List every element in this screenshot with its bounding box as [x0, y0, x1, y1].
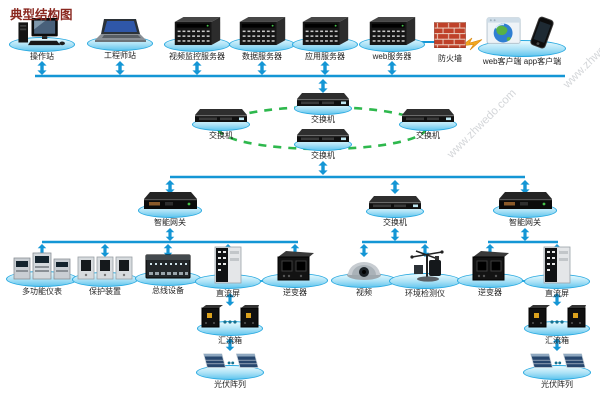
- node-firewall: 防火墙: [433, 22, 467, 63]
- node-switch-ring-right: 交换机: [399, 109, 457, 140]
- server-icon: [300, 17, 350, 46]
- node-data-server: 数据服务器: [229, 17, 295, 61]
- switch-icon: [402, 109, 454, 123]
- node-label: 智能网关: [509, 218, 541, 227]
- multifunction-meter-icon: [13, 250, 71, 280]
- inverter-icon: [274, 250, 316, 282]
- server-icon: [172, 17, 222, 46]
- protection-device-icon: [77, 256, 133, 280]
- node-multifunction-meter: 多功能仪表: [6, 250, 78, 296]
- node-label: 多功能仪表: [22, 287, 62, 296]
- switch-icon: [297, 129, 349, 143]
- environment-monitor-icon: [402, 250, 448, 282]
- server-icon: [367, 17, 417, 46]
- node-label: 光伏阵列: [214, 380, 246, 389]
- node-label: web服务器: [372, 52, 412, 61]
- node-label: 防火墙: [438, 54, 462, 63]
- node-label: 逆变器: [283, 288, 307, 297]
- pv-array-icon: [526, 352, 588, 372]
- pv-array-icon: [199, 352, 261, 372]
- node-switch-ring-top: 交换机: [294, 93, 352, 124]
- dome-camera-icon: [343, 257, 385, 281]
- firewall-icon: [433, 22, 467, 48]
- lightning-bolt-icon: [459, 37, 483, 51]
- node-combiner-box-left: 汇流箱: [197, 305, 263, 345]
- node-switch-ring-left: 交换机: [192, 109, 250, 140]
- node-label: 光伏阵列: [541, 380, 573, 389]
- web-app-client-icon: [479, 16, 565, 50]
- node-dc-panel-right: 直流屏: [524, 246, 590, 298]
- node-operator-station: 操作站: [9, 18, 75, 61]
- node-label: 操作站: [30, 52, 54, 61]
- bus-device-icon: [144, 252, 192, 280]
- page-title: 典型结构图: [10, 8, 73, 22]
- node-label: 工程师站: [104, 51, 136, 60]
- node-smart-gateway-left: 智能网关: [138, 192, 202, 227]
- node-web-app-client: web客户端 app客户端: [478, 16, 566, 66]
- node-label: 应用服务器: [305, 52, 345, 61]
- node-label: 总线设备: [152, 286, 184, 295]
- node-switch-ring-bottom: 交换机: [294, 129, 352, 160]
- node-switch-level2: 交换机: [366, 196, 424, 227]
- node-label: 交换机: [416, 131, 440, 140]
- node-bus-device: 总线设备: [135, 252, 201, 295]
- switch-icon: [195, 109, 247, 123]
- platform-ellipse: [196, 365, 264, 380]
- switch-icon: [297, 93, 349, 107]
- node-label: 保护装置: [89, 287, 121, 296]
- node-label: 直流屏: [545, 289, 569, 298]
- node-label: 汇流箱: [218, 336, 242, 345]
- node-smart-gateway-right: 智能网关: [493, 192, 557, 227]
- node-label: 交换机: [311, 115, 335, 124]
- inverter-icon: [469, 250, 511, 282]
- node-pv-array-left: 光伏阵列: [196, 352, 264, 389]
- node-label: 交换机: [311, 151, 335, 160]
- laptop-icon: [94, 19, 146, 45]
- node-label: 环境检测仪: [405, 289, 445, 298]
- node-combiner-box-right: 汇流箱: [524, 305, 590, 345]
- node-protection-device: 保护装置: [72, 256, 138, 296]
- switch-icon: [369, 196, 421, 210]
- node-label: 交换机: [209, 131, 233, 140]
- gateway-icon: [498, 192, 552, 210]
- node-dc-panel-left: 直流屏: [195, 246, 261, 298]
- node-label: 交换机: [383, 218, 407, 227]
- node-inverter-left: 逆变器: [262, 250, 328, 297]
- node-label: 数据服务器: [242, 52, 282, 61]
- node-label: 逆变器: [478, 288, 502, 297]
- dc-panel-icon: [212, 246, 244, 284]
- platform-ellipse: [523, 365, 591, 380]
- node-app-server: 应用服务器: [292, 17, 358, 61]
- node-label: 智能网关: [154, 218, 186, 227]
- node-environment-monitor: 环境检测仪: [389, 250, 461, 298]
- node-pv-array-right: 光伏阵列: [523, 352, 591, 389]
- node-label: web客户端 app客户端: [482, 57, 562, 66]
- node-web-server: web服务器: [359, 17, 425, 61]
- node-label: 汇流箱: [545, 336, 569, 345]
- gateway-icon: [143, 192, 197, 210]
- node-label: 视频: [356, 288, 372, 297]
- node-video-camera: 视频: [331, 257, 397, 297]
- server-icon: [237, 17, 287, 46]
- node-video-server: 视频监控服务器: [164, 17, 230, 61]
- node-label: 视频监控服务器: [169, 52, 225, 61]
- combiner-box-icon: [201, 305, 259, 329]
- dc-panel-icon: [541, 246, 573, 284]
- node-inverter-right: 逆变器: [457, 250, 523, 297]
- node-label: 直流屏: [216, 289, 240, 298]
- node-engineer-station: 工程师站: [87, 19, 153, 60]
- combiner-box-icon: [528, 305, 586, 329]
